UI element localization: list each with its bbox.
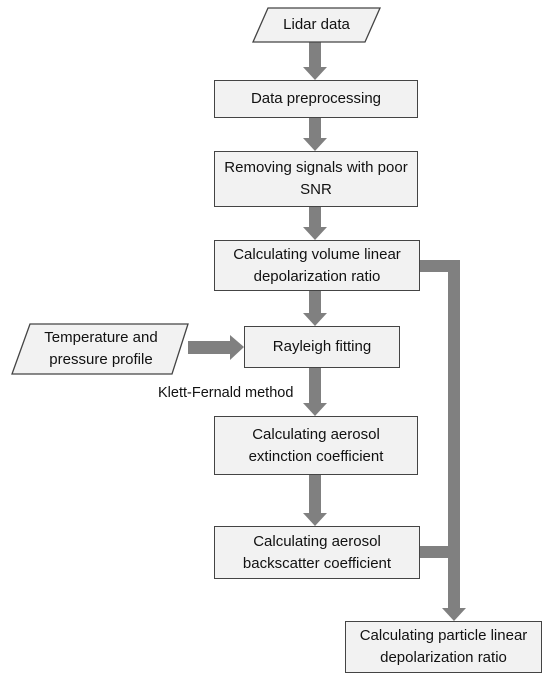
backscatter-label: Calculating aerosol backscatter coeffici…: [242, 532, 392, 572]
rayleigh-fitting-box: Rayleigh fitting: [244, 326, 400, 368]
klett-fernald-label: Klett-Fernald method: [158, 385, 294, 401]
backscatter-box: Calculating aerosol backscatter coeffici…: [214, 526, 420, 579]
extinction-box: Calculating aerosol extinction coefficie…: [214, 416, 418, 475]
arrow-extinction-to-backscatter: [303, 475, 327, 526]
volume-ratio-label: Calculating volume linear depolarization…: [233, 245, 401, 285]
arrow-lidar-to-preprocessing: [303, 42, 327, 80]
arrow-volume-to-rayleigh: [303, 291, 327, 326]
connector-volume-and-backscatter-to-particle: [420, 260, 466, 621]
particle-ratio-label: Calculating particle linear depolarizati…: [359, 627, 528, 666]
data-preprocessing-label: Data preprocessing: [250, 90, 382, 107]
temperature-pressure-parallelogram: [11, 323, 189, 375]
arrow-temperature-to-rayleigh: [188, 335, 244, 360]
extinction-label: Calculating aerosol extinction coefficie…: [248, 425, 384, 465]
lidar-data-parallelogram: [252, 7, 381, 43]
rayleigh-fitting-label: Rayleigh fitting: [272, 338, 372, 355]
removing-signals-label: Removing signals with poor SNR: [224, 159, 408, 198]
removing-signals-box: Removing signals with poor SNR: [214, 151, 418, 207]
arrow-rayleigh-to-extinction: [303, 368, 327, 416]
data-preprocessing-box: Data preprocessing: [214, 80, 418, 118]
lidar-data-label: Lidar data: [283, 16, 350, 33]
arrow-preprocessing-to-removing: [303, 118, 327, 151]
temperature-pressure-label: Temperature and pressure profile: [44, 329, 158, 368]
volume-ratio-box: Calculating volume linear depolarization…: [214, 240, 420, 291]
arrow-removing-to-volume: [303, 207, 327, 240]
particle-ratio-box: Calculating particle linear depolarizati…: [345, 621, 542, 673]
